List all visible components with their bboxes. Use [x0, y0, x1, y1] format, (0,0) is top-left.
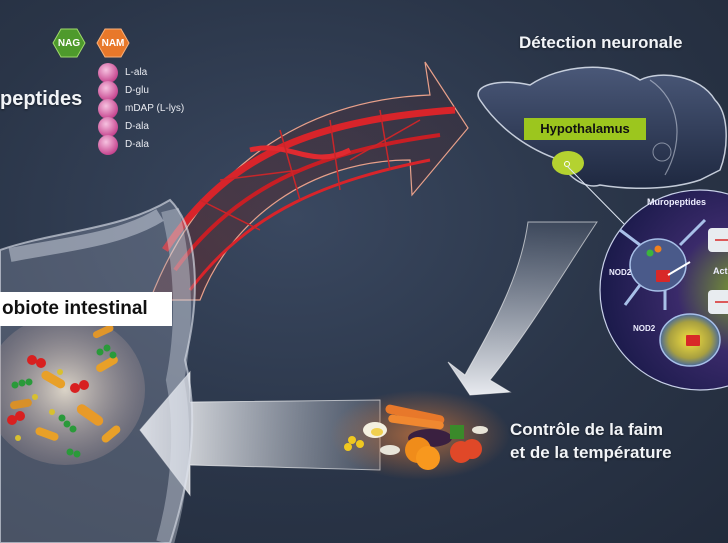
food-illustration [330, 390, 510, 480]
bacteria [7, 324, 121, 458]
amino-acid-label: mDAP (L-lys) [125, 103, 185, 114]
nam-label: NAM [102, 38, 125, 49]
muropeptides-label: Muropeptides [647, 197, 707, 207]
down-arrow [447, 221, 598, 396]
left-arrow [139, 370, 381, 497]
amino-acid-label: D-glu [125, 85, 149, 96]
microbiote-label: obiote intestinal [0, 292, 172, 326]
nod2-label-top: NOD2 [609, 268, 632, 277]
detection-title: Détection neuronale [519, 33, 683, 52]
amino-acid-label: D-ala [125, 121, 149, 132]
amino-bead [98, 81, 118, 101]
hypothalamus-spot [552, 151, 584, 175]
nag-label: NAG [58, 38, 80, 49]
nod2-label-bottom: NOD2 [633, 324, 656, 333]
amino-bead [98, 135, 118, 155]
neuron-zoom-circle [599, 189, 728, 391]
nam-hexagon [96, 28, 130, 58]
amino-acid-label: D-ala [125, 139, 149, 150]
amino-bead [98, 117, 118, 137]
control-title: Contrôle de la faim et de la température [510, 418, 672, 464]
hypothalamus-label: Hypothalamus [524, 118, 646, 140]
intestine-illustration [0, 198, 196, 543]
activation-label: Act [713, 266, 728, 276]
control-title-line1: Contrôle de la faim [510, 420, 664, 439]
nag-hexagon [52, 28, 86, 58]
amino-acid-label: L-ala [125, 67, 148, 78]
peptides-title: peptides [0, 88, 83, 110]
muropeptide-molecule: NAG NAM [52, 28, 130, 155]
control-title-line2: et de la température [510, 443, 672, 462]
blood-vessel-arrow [149, 61, 469, 301]
amino-bead [98, 99, 118, 119]
amino-bead [98, 63, 118, 83]
